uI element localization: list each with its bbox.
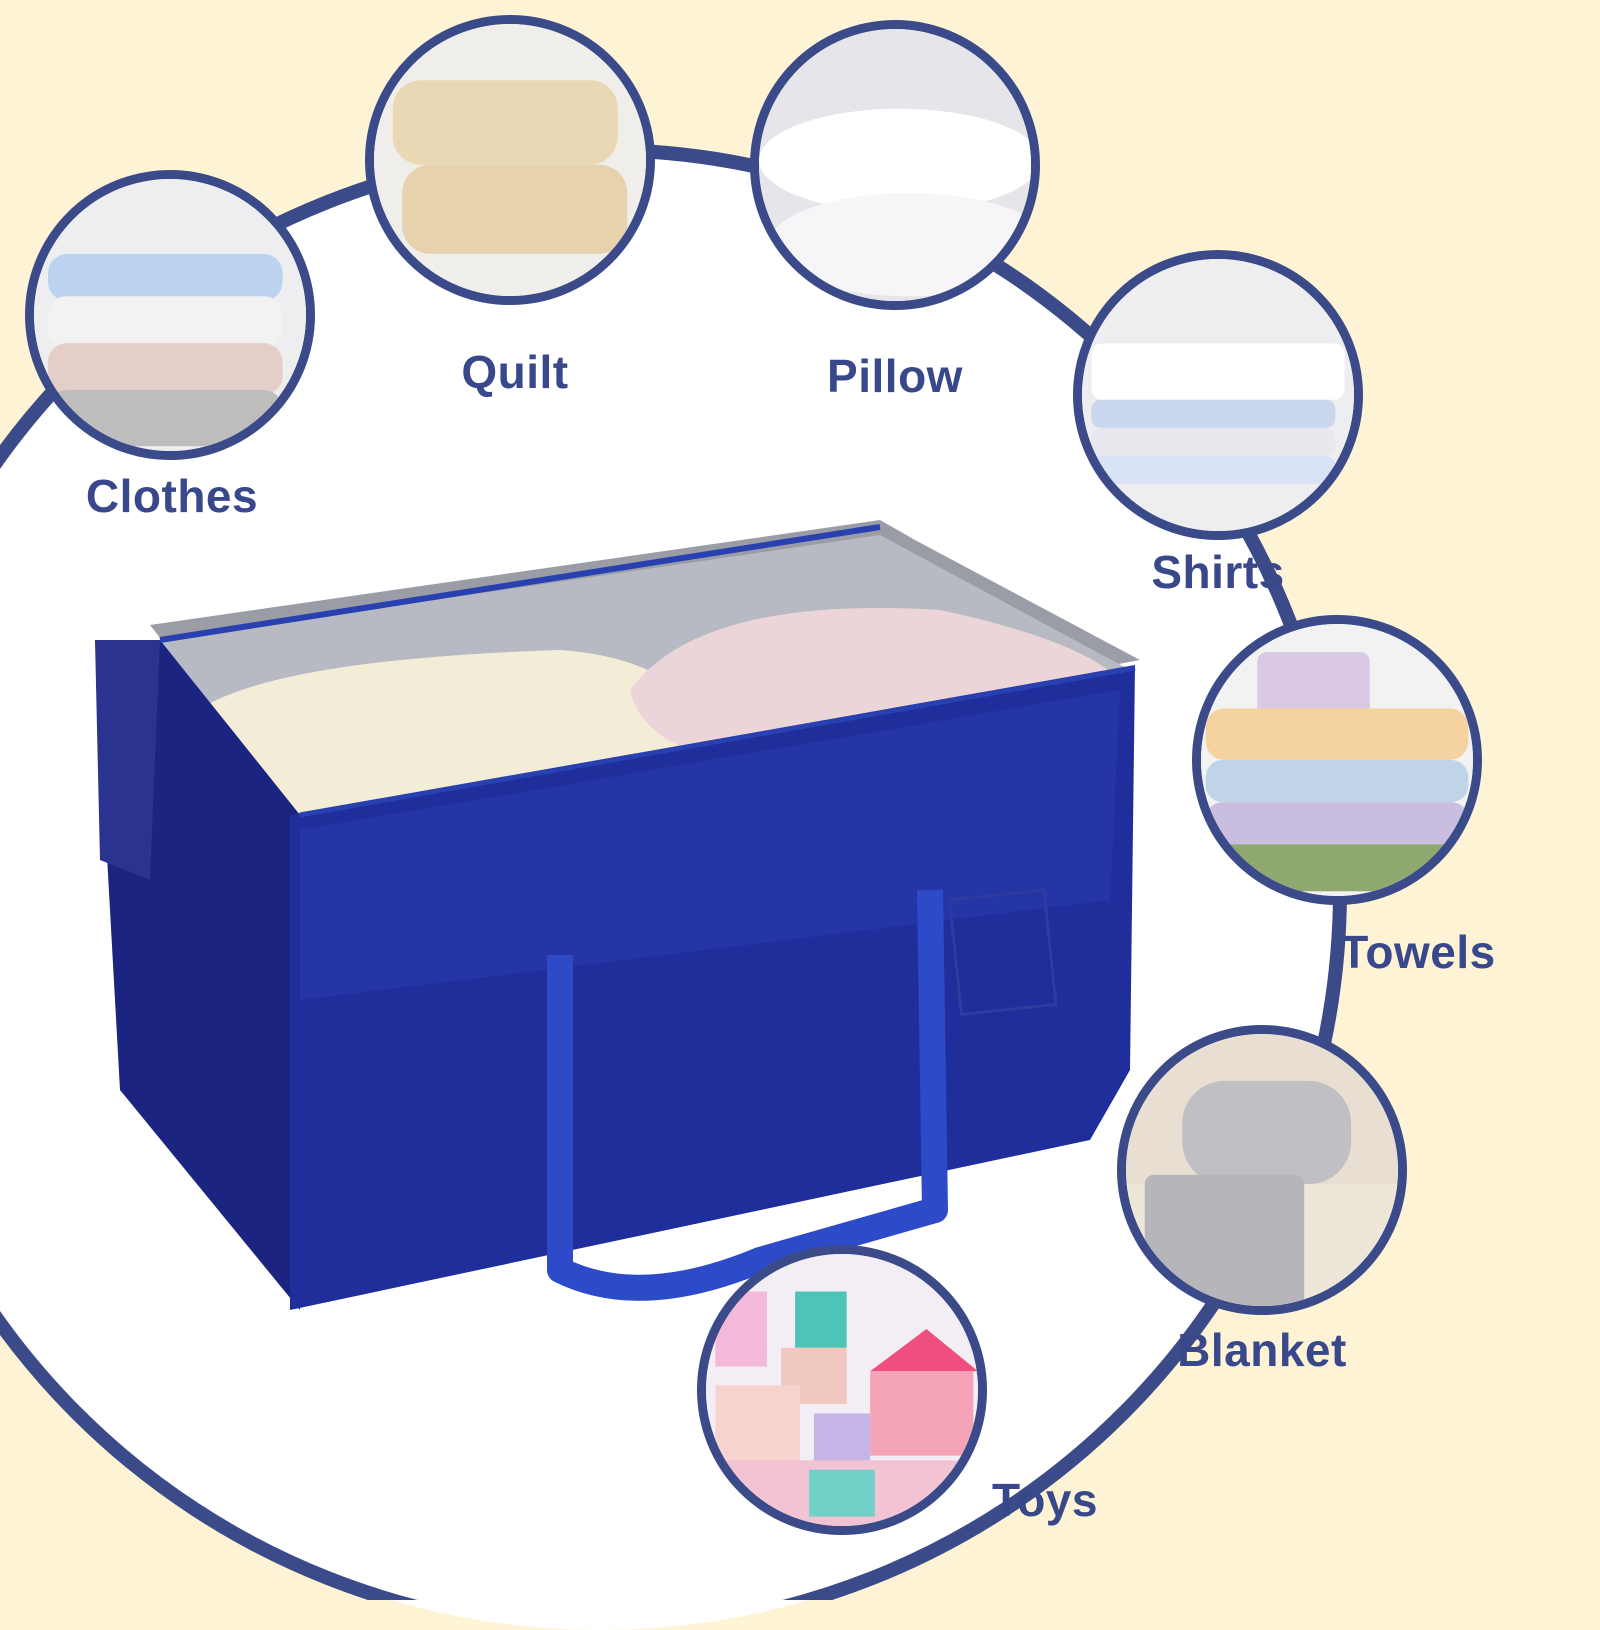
label-blanket: Blanket bbox=[1177, 1324, 1347, 1376]
clothes-circle bbox=[25, 170, 315, 460]
shirts-circle bbox=[1073, 250, 1363, 540]
pillow-circle bbox=[750, 20, 1040, 310]
toy-blocks-photo-icon bbox=[706, 1254, 978, 1526]
towels-circle bbox=[1192, 615, 1482, 905]
folded-clothes-photo-icon bbox=[34, 179, 306, 451]
toys-circle bbox=[697, 1245, 987, 1535]
label-quilt: Quilt bbox=[461, 346, 569, 398]
rolled-blanket-photo-icon bbox=[1126, 1034, 1398, 1306]
label-clothes: Clothes bbox=[85, 470, 259, 522]
label-towels: Towels bbox=[1340, 926, 1496, 978]
folded-shirts-photo-icon bbox=[1082, 259, 1354, 531]
stacked-towels-photo-icon bbox=[1201, 624, 1473, 896]
label-shirts: Shirts bbox=[1151, 546, 1285, 598]
pillow-photo-icon bbox=[759, 29, 1031, 301]
label-pillow: Pillow bbox=[827, 350, 963, 402]
label-toys: Toys bbox=[992, 1474, 1098, 1526]
folded-quilt-photo-icon bbox=[374, 24, 646, 296]
blanket-circle bbox=[1117, 1025, 1407, 1315]
quilt-circle bbox=[365, 15, 655, 305]
